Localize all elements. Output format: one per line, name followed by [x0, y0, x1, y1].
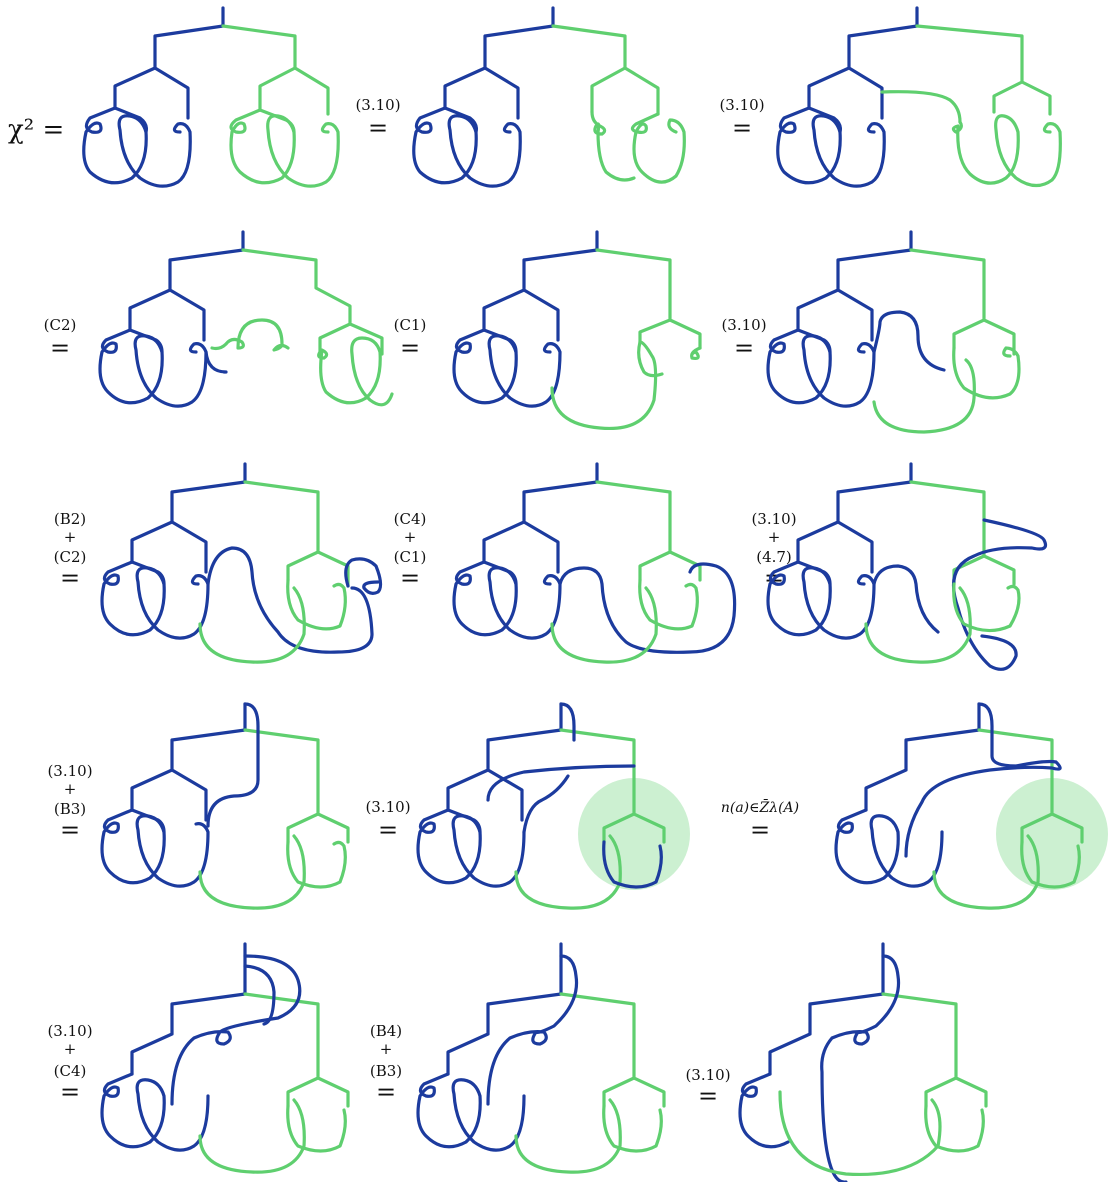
- svg-text:(3.10): (3.10): [719, 96, 764, 114]
- step-label: (3.10) =: [355, 96, 400, 142]
- diagram-11: [416, 702, 690, 910]
- svg-text:(3.10): (3.10): [751, 510, 796, 528]
- step-label: (3.10) =: [719, 96, 764, 142]
- svg-text:=: =: [734, 334, 754, 362]
- svg-text:=: =: [60, 564, 80, 592]
- diagram-5: [452, 230, 702, 431]
- svg-text:=: =: [60, 816, 80, 844]
- svg-text:=: =: [60, 1078, 80, 1106]
- svg-text:(3.10): (3.10): [47, 1022, 92, 1040]
- svg-text:=: =: [50, 334, 70, 362]
- diagram-2: [412, 6, 686, 188]
- svg-text:(C1): (C1): [394, 548, 427, 566]
- svg-text:(3.10): (3.10): [365, 798, 410, 816]
- diagram-1: [82, 6, 340, 188]
- svg-text:+: +: [380, 1040, 393, 1058]
- diagram-13: [100, 942, 350, 1174]
- svg-text:=: =: [698, 1082, 718, 1110]
- step-labels: (3.10) = (3.10) = (C2) = (C1) = (3.10) =…: [44, 96, 800, 1110]
- svg-text:(B4): (B4): [370, 1022, 402, 1040]
- svg-text:+: +: [64, 528, 77, 546]
- diagram-15: [738, 942, 988, 1182]
- svg-text:(4.7): (4.7): [756, 548, 792, 566]
- svg-text:(3.10): (3.10): [721, 316, 766, 334]
- svg-text:(C2): (C2): [54, 548, 87, 566]
- svg-text:=: =: [376, 1078, 396, 1106]
- svg-text:n(a)∈Z̄λ(A): n(a)∈Z̄λ(A): [721, 798, 799, 816]
- svg-text:(B2): (B2): [54, 510, 86, 528]
- diagram-9: [766, 462, 1048, 671]
- svg-text:(C2): (C2): [44, 316, 77, 334]
- diagram-6: [766, 230, 1021, 434]
- svg-text:=: =: [400, 334, 420, 362]
- diagrams: [82, 6, 1108, 1182]
- svg-text:(C4): (C4): [394, 510, 427, 528]
- svg-text:=: =: [732, 114, 752, 142]
- svg-text:+: +: [64, 1040, 77, 1058]
- step-label: (3.10) =: [365, 798, 410, 844]
- svg-text:(B3): (B3): [370, 1062, 402, 1080]
- svg-text:(B3): (B3): [54, 800, 86, 818]
- diagram-14: [416, 942, 666, 1174]
- step-label: (3.10) + (B3) =: [47, 762, 92, 844]
- svg-text:=: =: [400, 564, 420, 592]
- step-label: (3.10) + (C4) =: [47, 1022, 92, 1106]
- diagram-12: [834, 702, 1108, 910]
- step-label: (3.10) =: [721, 316, 766, 362]
- step-label: (3.10) =: [685, 1066, 730, 1110]
- lhs-label: χ² =: [8, 115, 64, 145]
- diagram-7: [100, 462, 383, 664]
- svg-text:=: =: [750, 816, 770, 844]
- svg-text:(3.10): (3.10): [685, 1066, 730, 1084]
- step-label: (B2) + (C2) =: [54, 510, 87, 592]
- diagram-10: [100, 702, 350, 910]
- svg-text:=: =: [368, 114, 388, 142]
- step-label: (B4) + (B3) =: [370, 1022, 402, 1106]
- svg-text:(C4): (C4): [54, 1062, 87, 1080]
- svg-text:(3.10): (3.10): [355, 96, 400, 114]
- svg-text:+: +: [768, 528, 781, 546]
- diagram-3: [776, 6, 1062, 188]
- step-label: (C2) =: [44, 316, 77, 362]
- step-label: n(a)∈Z̄λ(A) =: [721, 798, 799, 844]
- svg-text:(C1): (C1): [394, 316, 427, 334]
- diagram-4: [98, 230, 394, 408]
- step-label: (C1) =: [394, 316, 427, 362]
- svg-text:+: +: [404, 528, 417, 546]
- step-label: (C4) + (C1) =: [394, 510, 427, 592]
- svg-text:+: +: [64, 780, 77, 798]
- svg-text:(3.10): (3.10): [47, 762, 92, 780]
- svg-text:=: =: [378, 816, 398, 844]
- diagram-8: [452, 462, 737, 664]
